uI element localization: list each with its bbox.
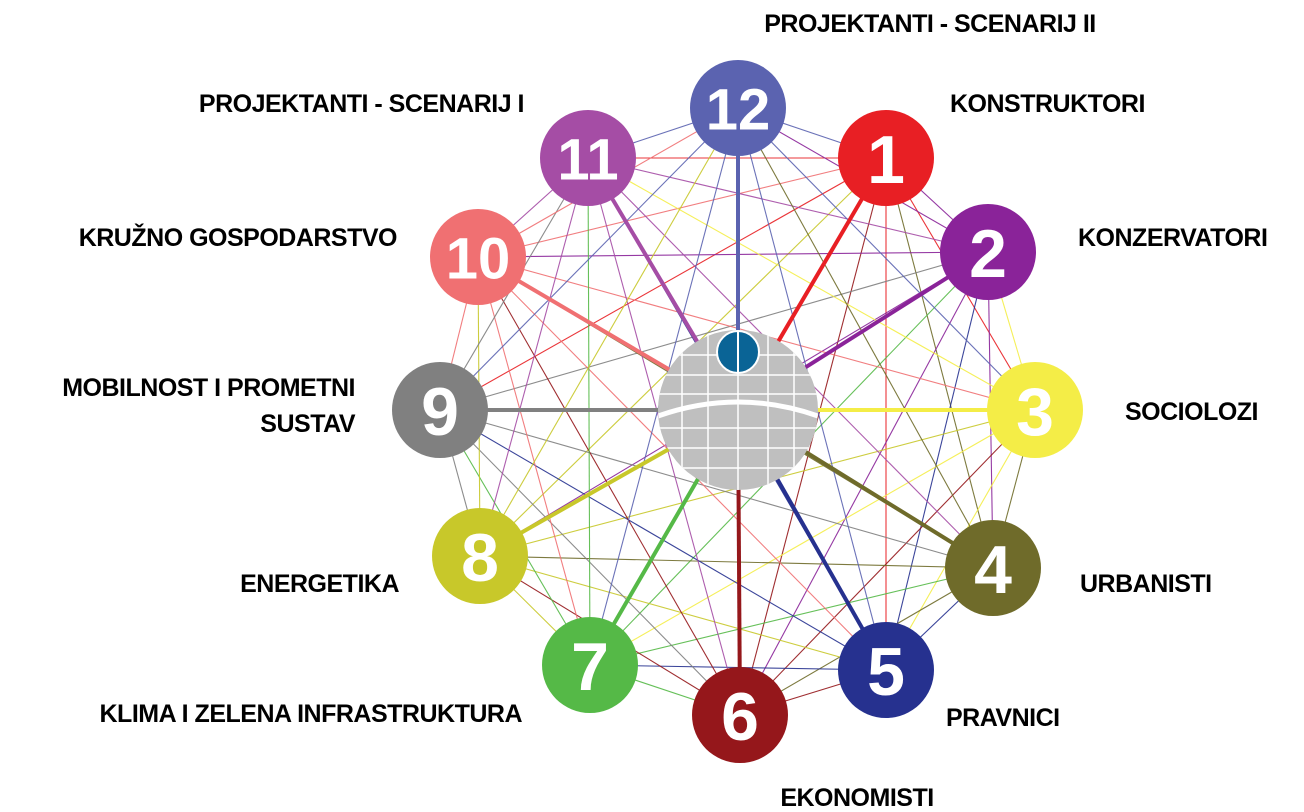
node-label-5: PRAVNICI <box>946 704 1060 732</box>
node-circle <box>987 362 1083 458</box>
node-label-11: PROJEKTANTI - SCENARIJ I <box>199 90 524 118</box>
connection-line-7-10 <box>477 256 591 666</box>
node-circle <box>838 622 934 718</box>
node-number: 5 <box>867 634 905 710</box>
node-label-2: KONZERVATORI <box>1078 224 1267 252</box>
node-label-6: EKONOMISTI <box>780 784 933 812</box>
node-circle <box>540 110 636 206</box>
connection-line-2-9 <box>439 251 989 411</box>
connection-line-4-7 <box>589 567 994 666</box>
node-5: 5 <box>838 622 934 718</box>
node-number: 6 <box>721 679 759 755</box>
node-number: 12 <box>706 78 771 143</box>
node-circle <box>430 209 526 305</box>
node-1: 1 <box>838 110 934 206</box>
node-circle <box>432 508 528 604</box>
node-circle <box>392 362 488 458</box>
node-4: 4 <box>945 520 1041 616</box>
node-number: 3 <box>1016 374 1054 450</box>
connection-line-2-6 <box>739 251 989 716</box>
node-11: 11 <box>540 110 636 206</box>
node-3: 3 <box>987 362 1083 458</box>
connection-line-2-5 <box>885 251 989 671</box>
connection-line-8-11 <box>479 157 589 557</box>
expert-labels: KONSTRUKTORI KONZERVATORI SOCIOLOZI URBANIS… <box>62 10 1268 812</box>
connection-line-4-12 <box>737 107 994 569</box>
node-label-7: KLIMA I ZELENA INFRASTRUKTURA <box>100 700 523 728</box>
connection-line-5-8 <box>479 555 887 671</box>
node-number: 11 <box>557 128 618 193</box>
connection-line-3-12 <box>737 107 1036 411</box>
center-sphere <box>658 330 818 490</box>
node-circle <box>838 110 934 206</box>
node-circle <box>542 617 638 713</box>
node-2: 2 <box>940 204 1036 300</box>
connection-line-2-10 <box>477 251 989 258</box>
connection-line-1-10 <box>477 157 887 258</box>
node-label-12: PROJEKTANTI - SCENARIJ II <box>764 10 1096 38</box>
node-7: 7 <box>542 617 638 713</box>
node-label-3: SOCIOLOZI <box>1125 398 1258 426</box>
node-circle <box>692 667 788 763</box>
node-number: 7 <box>571 629 609 705</box>
node-8: 8 <box>432 508 528 604</box>
node-10: 10 <box>430 209 526 305</box>
connection-line-9-12 <box>439 107 739 411</box>
connection-line-1-4 <box>885 157 994 569</box>
sphere-grid <box>658 330 818 490</box>
connection-line-4-9 <box>439 409 994 569</box>
node-number: 1 <box>867 122 905 198</box>
node-number: 2 <box>969 216 1007 292</box>
node-number: 9 <box>421 374 459 450</box>
node-label-4: URBANISTI <box>1080 570 1212 598</box>
node-number: 4 <box>974 532 1012 608</box>
node-circle <box>945 520 1041 616</box>
node-label-10: KRUŽNO GOSPODARSTVO <box>79 222 397 252</box>
node-label-8: ENERGETIKA <box>240 570 399 598</box>
node-9: 9 <box>392 362 488 458</box>
connection-line-4-8 <box>479 555 994 569</box>
node-6: 6 <box>692 667 788 763</box>
node-number: 10 <box>446 227 511 292</box>
node-circle <box>690 60 786 156</box>
connection-line-6-10 <box>477 256 741 716</box>
connection-line-3-6 <box>739 409 1036 716</box>
node-label-1: KONSTRUKTORI <box>950 90 1145 118</box>
node-12: 12 <box>690 60 786 156</box>
connection-line-2-11 <box>587 157 989 253</box>
node-circle <box>940 204 1036 300</box>
node-number: 8 <box>461 520 499 596</box>
